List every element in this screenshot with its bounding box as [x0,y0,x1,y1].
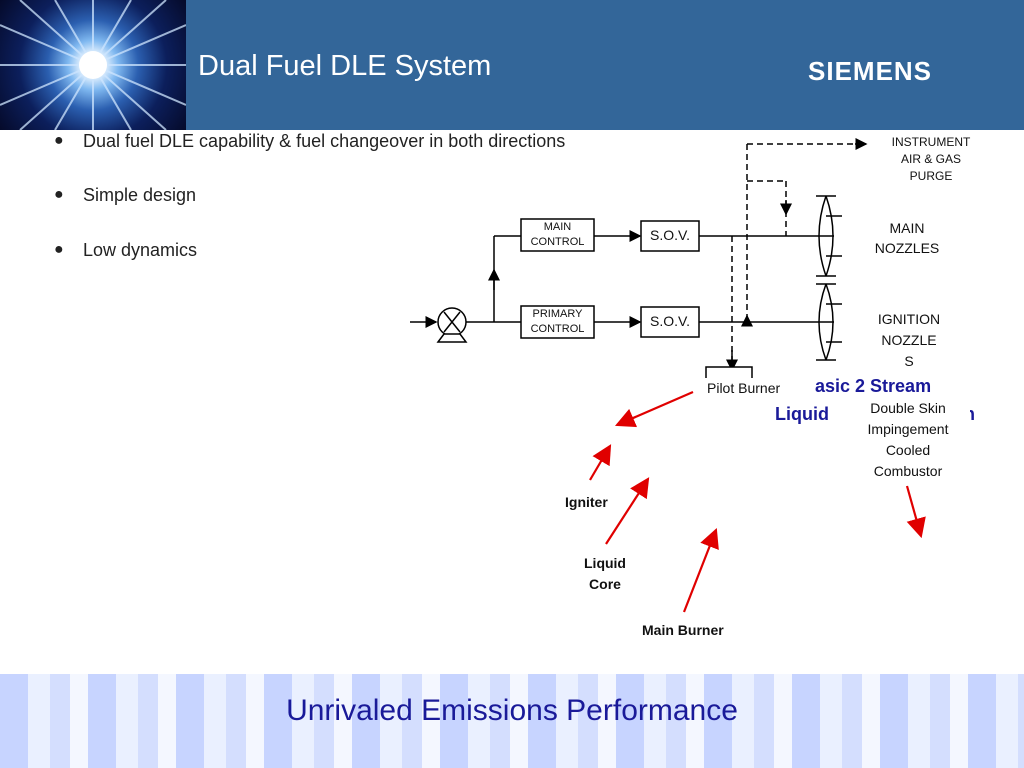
diagram-title-partial-line2: Liquid [775,404,829,424]
diagram-title-partial-line1: asic 2 Stream [815,376,932,396]
bullet-text: Simple design [83,185,197,205]
header-bar: Dual Fuel DLE System SIEMENS [0,0,1024,130]
main-burner-label: Main Burner [642,622,724,638]
main-control-label: MAIN CONTROL [530,221,585,248]
footer-band [0,674,1024,768]
bullet-dot-icon: ● [54,132,64,149]
pilot-burner-arrow [614,390,694,428]
liquid-core-arrow [605,477,650,545]
ignition-nozzles-label: IGNITION NOZZLE S [877,311,941,369]
bullet-item: ● Simple design [50,182,610,208]
main-nozzles-icon [816,195,842,277]
igniter-label: Igniter [565,494,608,510]
igniter-arrow [589,444,612,481]
bullet-item: ● Dual fuel DLE capability & fuel change… [50,128,610,154]
annotation-arrows [589,390,926,613]
starburst-rays-icon [0,0,186,130]
starburst-logo-image [0,0,186,130]
bullet-text: Dual fuel DLE capability & fuel changeov… [83,131,566,151]
main-control-box [520,218,595,252]
sov-main-box [640,220,700,252]
instrument-air-label: INSTRUMENT AIR & GAS PURGE [891,135,971,183]
pilot-burner-label: Pilot Burner [702,378,786,398]
sov-primary-box [640,306,700,338]
primary-control-label: PRIMARY CONTROL [530,308,585,335]
sov-primary-label: S.O.V. [650,313,690,329]
main-nozzles-label: MAIN NOZZLES [874,220,940,256]
liquid-core-label: Liquid Core [584,555,626,592]
bullet-dot-icon: ● [54,241,64,258]
pump-icon [436,307,468,343]
siemens-logo: SIEMENS [808,56,933,86]
bullet-dot-icon: ● [54,186,64,203]
bullet-list: ● Dual fuel DLE capability & fuel change… [50,128,610,263]
sov-main-label: S.O.V. [650,227,690,243]
bullet-item: ● Low dynamics [50,237,610,263]
bullet-text: Low dynamics [83,240,198,260]
ignition-nozzles-icon [816,283,842,361]
slide-title: Dual Fuel DLE System [198,50,492,82]
footer-tagline: Unrivaled Emissions Performance [286,694,738,727]
main-burner-arrow [682,527,719,613]
purge-lines [731,143,862,366]
combustor-arrow [905,485,926,539]
double-skin-combustor-label: Double Skin Impingement Cooled Combustor [846,398,970,482]
